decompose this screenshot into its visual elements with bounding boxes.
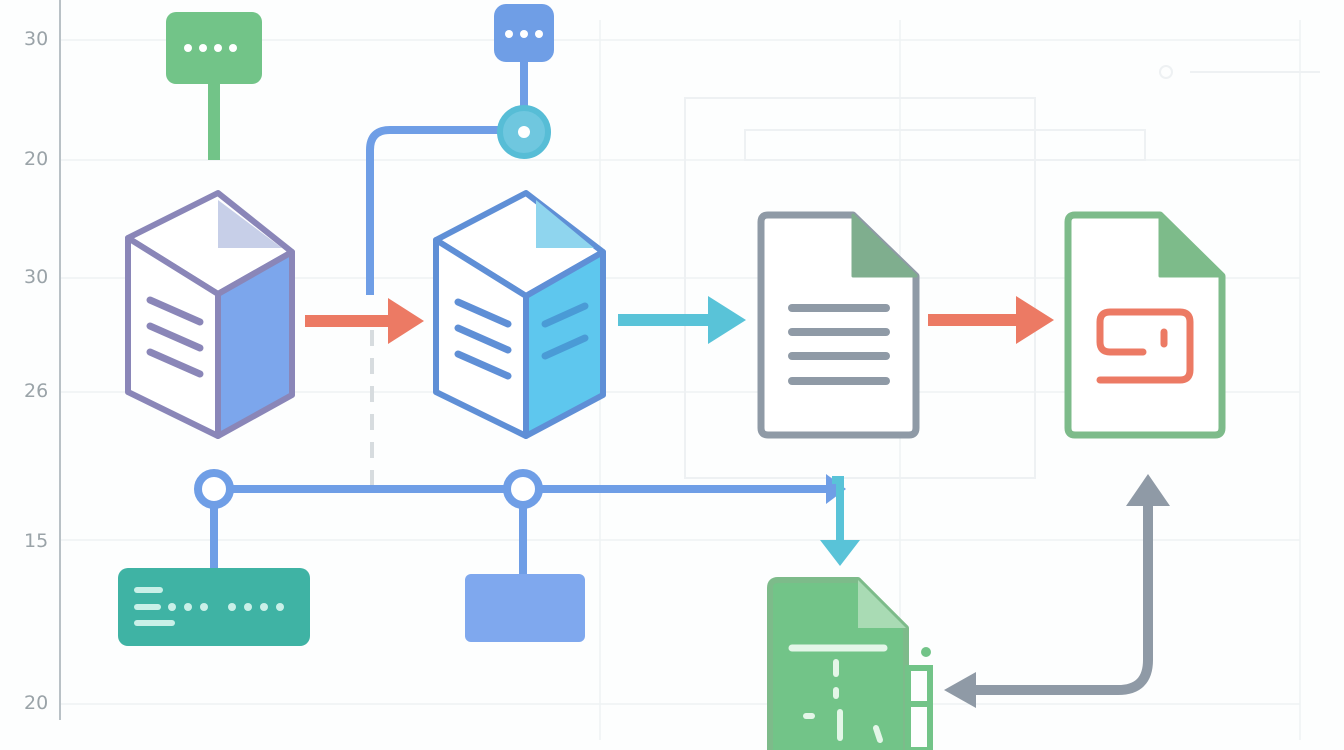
faint-background-frames [684,65,1320,479]
axis-tick: 26 [24,380,49,402]
axis-tick: 30 [24,266,49,288]
return-arrow [944,474,1170,708]
bus-connector [210,474,860,576]
axis-tick: 20 [24,692,49,714]
axis-tick: 20 [24,148,49,170]
square-block-icon [465,574,585,642]
arrow-icon [928,296,1054,344]
axis-tick: 15 [24,530,49,552]
connector-node-icon [503,469,543,509]
axis-tick: 30 [24,28,49,50]
arrow-icon [305,298,424,344]
message-tag-icon [166,12,262,160]
server-box-icon [433,190,606,439]
connector-node-icon [194,469,234,509]
upper-connector [366,126,505,295]
message-tag-icon [494,4,554,108]
server-box-icon [125,190,295,439]
terminal-icon [118,568,310,646]
code-document-icon [1064,211,1226,439]
spreadsheet-document-icon [767,577,933,750]
document-icon [757,211,920,439]
connector-node-icon [497,105,551,159]
arrow-icon [618,296,746,344]
